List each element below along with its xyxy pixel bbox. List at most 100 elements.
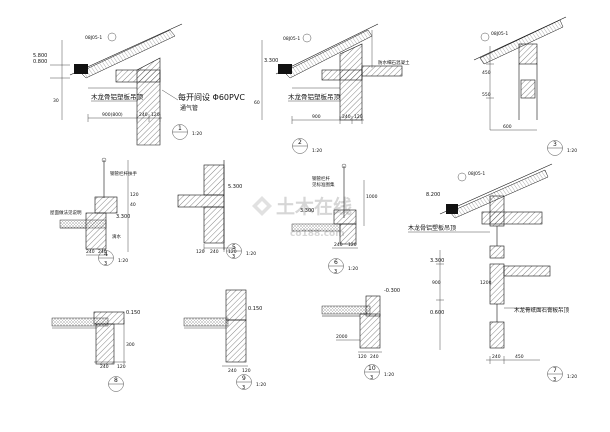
elevation-top: 3.300: [264, 58, 278, 64]
wall-section: [339, 43, 363, 121]
floor-build-up: [291, 223, 341, 232]
gutter: [74, 64, 88, 74]
gutter: [446, 204, 458, 214]
mark-sheet: 3: [334, 269, 337, 275]
mark-sheet: 3: [104, 261, 107, 267]
detail-1: 5.800 0.800 08J05-1 木龙骨铝塑板吊顶 每开间设 Φ60PVC…: [33, 23, 245, 146]
wall-lower: [489, 321, 505, 349]
floor-slab: [503, 265, 551, 277]
note-waterproof: 防水细石混凝土: [378, 59, 410, 66]
elevation-top: 0.150: [126, 310, 140, 316]
callout-ref: 08J05-1: [468, 171, 485, 177]
dim-240: 240: [334, 242, 343, 248]
dim-450: 450: [515, 354, 524, 360]
watermark-logo-icon: [252, 196, 272, 216]
elevation-low: 0.600: [430, 310, 444, 316]
note-pipe: 每开间设 Φ60PVC: [178, 92, 245, 102]
dim-120: 120: [242, 368, 251, 374]
dim-120: 120: [117, 364, 126, 370]
lintel: [489, 245, 505, 259]
gutter: [278, 64, 292, 74]
scale: 1:20: [118, 258, 128, 264]
detail-2: 3.300 08J05-1 木龙骨铝塑板吊顶 防水细石混凝土 60 900 24…: [254, 23, 410, 154]
dim-120-a: 120: [196, 249, 205, 255]
scale: 1:20: [192, 131, 202, 137]
ring-beam: [481, 211, 543, 225]
mark-number: 5: [232, 244, 236, 251]
detail-4: 钢管栏杆扶手 屋面做法见说明 滴水 3.300 120 40 240 240 4…: [50, 157, 139, 267]
scale: 1:20: [348, 266, 358, 272]
ring-beam: [321, 69, 363, 81]
dim-120: 120: [151, 112, 160, 118]
note-railing: 钢管栏杆扶手: [110, 170, 137, 177]
callout-bubble: [302, 33, 312, 43]
dim-40: 40: [130, 202, 136, 208]
callout-bubble: [457, 172, 467, 182]
dim-240: 240: [370, 354, 379, 360]
dim-240: 240: [210, 249, 219, 255]
slab: [177, 194, 225, 208]
floor-slab: [361, 65, 403, 77]
dim-240: 240: [228, 368, 237, 374]
mark-number: 6: [334, 259, 338, 266]
mark-number: 3: [553, 141, 557, 148]
detail-8: 0.150 240 120 300 8: [51, 310, 140, 392]
wall-upper: [203, 164, 225, 196]
mark-sheet: 3: [242, 385, 245, 391]
watermark: 土木在线 co188.com: [252, 195, 352, 239]
dim-550: 550: [482, 92, 491, 98]
wall-upper: [225, 289, 247, 321]
mark-number: 2: [298, 139, 302, 146]
dim-60: 60: [254, 100, 260, 106]
mark-sheet: 3: [553, 377, 556, 383]
floor-build-up: [321, 305, 371, 315]
dim-900: 900(800): [102, 112, 123, 118]
callout-bubble: [107, 32, 117, 42]
roof-slab: [79, 29, 176, 79]
mark-number: 9: [242, 375, 246, 382]
parapet: [94, 196, 118, 214]
elevation-top: 0.150: [248, 306, 262, 312]
watermark-domain: co188.com: [290, 229, 345, 239]
mark-sheet: 3: [370, 375, 373, 381]
callout-ref: 08J05-1: [283, 36, 300, 42]
callout-bubble: [480, 32, 490, 42]
detail-6: 3.300 钢管栏杆 见标准图集 1000 240 120 6 3 1:20: [291, 163, 378, 275]
mark-sheet: 3: [232, 254, 235, 260]
dim-900: 900: [432, 280, 441, 286]
note-drip: 滴水: [112, 233, 121, 240]
scale: 1:20: [246, 251, 256, 257]
scale: 1:20: [312, 148, 322, 154]
dim-1000: 1000: [366, 194, 378, 200]
elevation-top: 5.800: [33, 53, 47, 59]
note-pipe-2: 通气管: [180, 104, 198, 112]
mark-number: 4: [104, 251, 108, 258]
scale: 1:20: [567, 148, 577, 154]
curb: [333, 209, 357, 225]
dim-240: 240: [342, 114, 351, 120]
scale: 1:20: [567, 374, 577, 380]
dim-2000: 2000: [336, 334, 348, 340]
roof-slab: [479, 19, 564, 65]
dim-240: 240: [139, 112, 148, 118]
elevation-top: 3.300: [116, 214, 130, 220]
roof-slab: [449, 169, 549, 219]
detail-9: 0.150 240 120 9 3 1:20: [183, 289, 266, 391]
detail-10: -0.300 120 240 2000 10 3 1:20: [321, 288, 400, 381]
dim-240-b: 240: [98, 249, 107, 255]
mark-number: 10: [368, 365, 376, 372]
floor-build-up: [183, 317, 229, 327]
mark-number: 1: [178, 125, 182, 132]
detail-7: 8.200 3.300 0.600 08J05-1 木龙骨铝塑板吊顶 木龙骨纸面…: [408, 163, 577, 383]
beam: [518, 43, 538, 65]
dim-120: 120: [358, 354, 367, 360]
dim-240: 240: [492, 354, 501, 360]
wall-section: [85, 212, 107, 250]
note-roof: 屋面做法见说明: [50, 209, 82, 216]
wall-lower: [203, 206, 225, 244]
elevation-top: 8.200: [426, 192, 440, 198]
dim-300: 300: [126, 342, 135, 348]
callout-ref: 08J05-1: [85, 35, 102, 41]
note-ref: 见标准图集: [312, 181, 335, 188]
